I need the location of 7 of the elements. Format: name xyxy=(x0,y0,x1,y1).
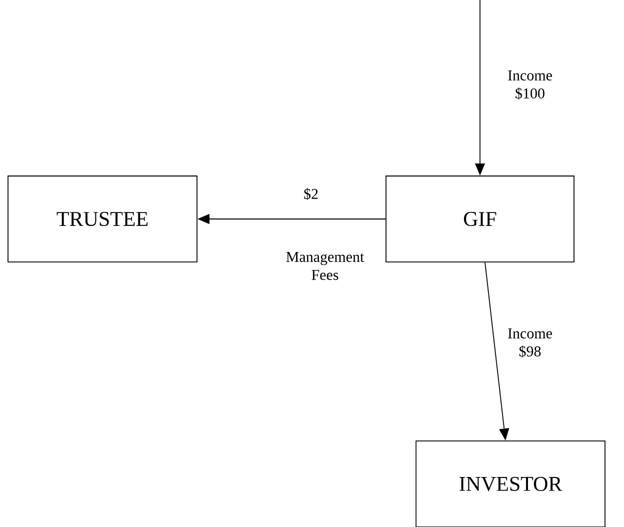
edge-note: Management Fees xyxy=(286,252,364,280)
edge-label: Income $98 xyxy=(508,328,552,358)
process-box: TRUSTEE xyxy=(8,176,198,262)
edge-label: Income $100 xyxy=(508,70,552,100)
process-box: INVESTOR xyxy=(416,440,606,527)
edge-label: $2 xyxy=(304,188,318,200)
process-box: GIF xyxy=(386,176,574,262)
